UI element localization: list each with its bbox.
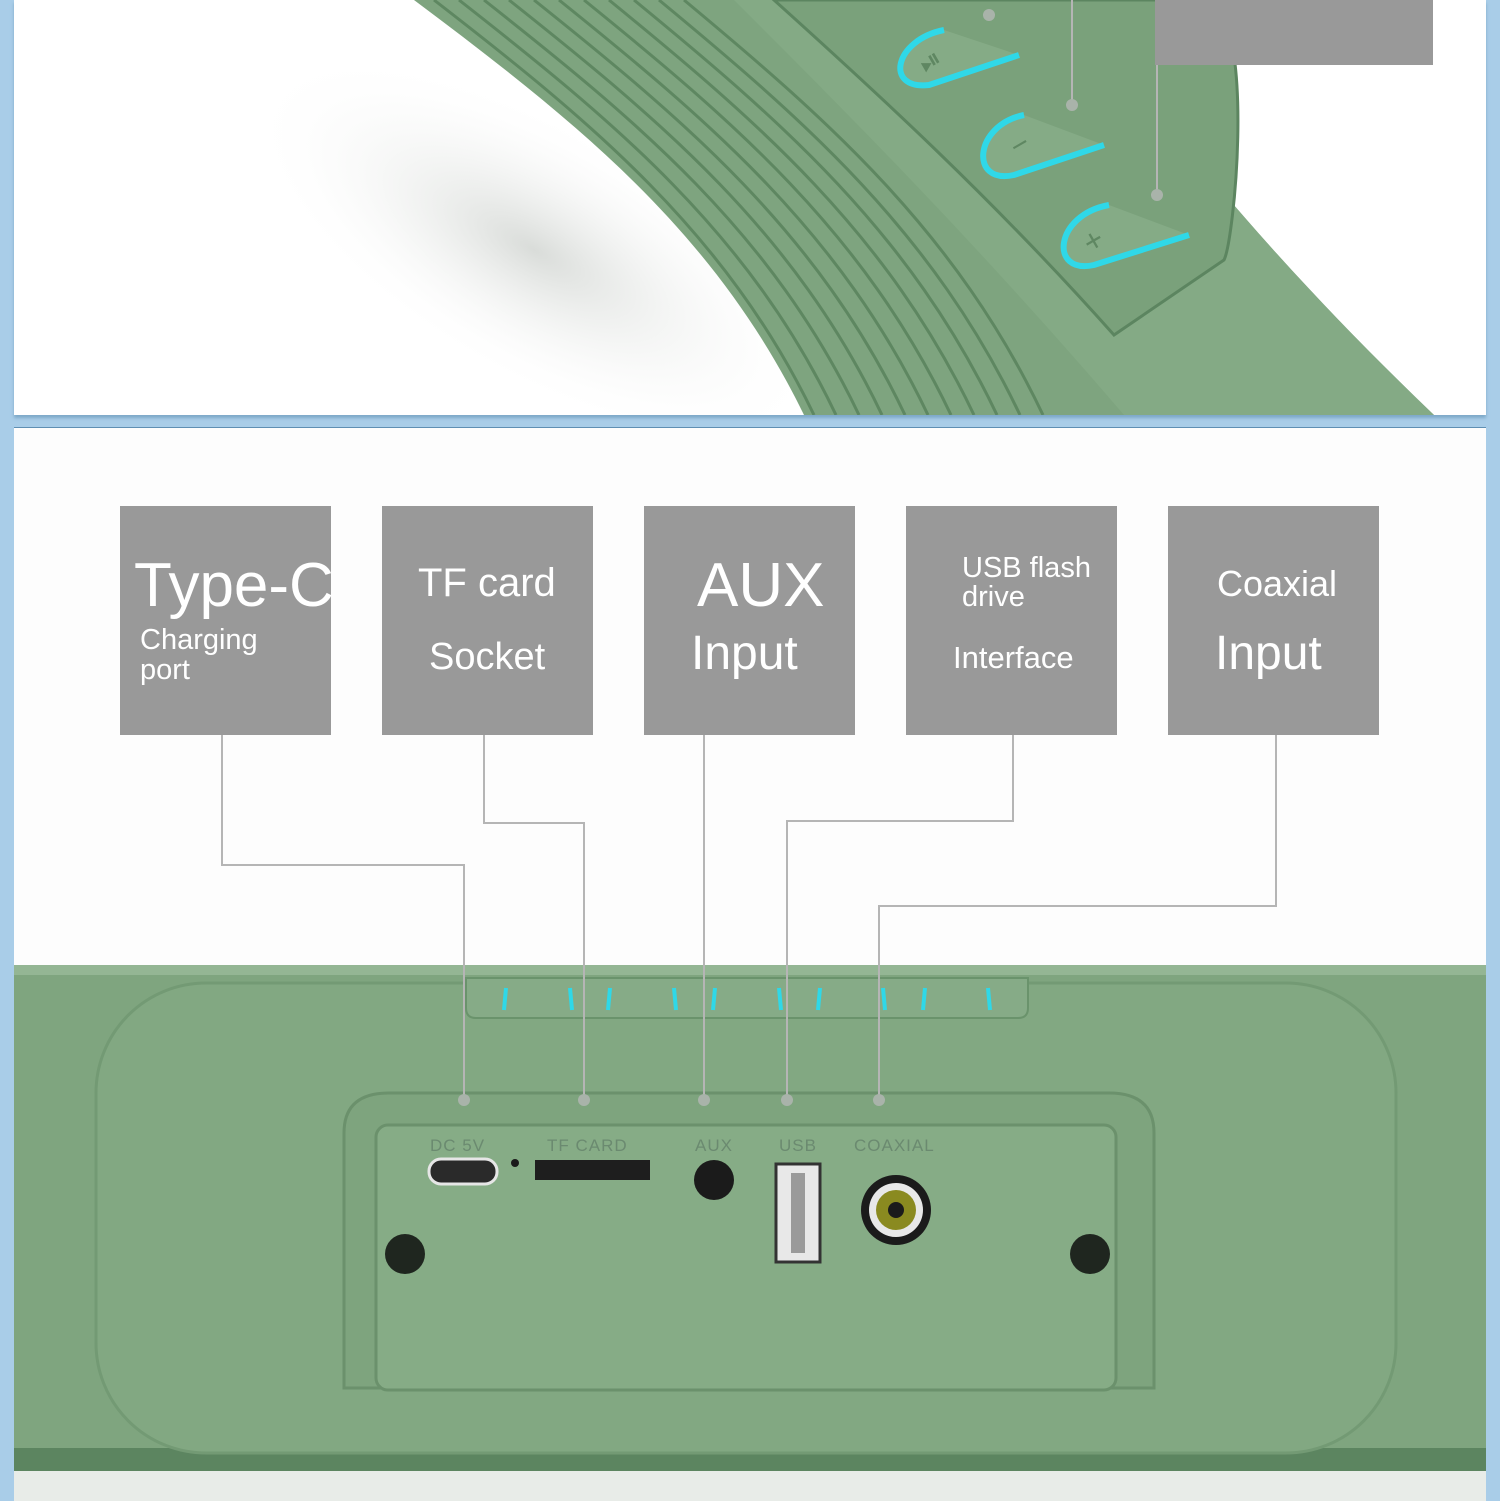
callout-title: USB flash	[962, 552, 1091, 584]
callout-title: Type-C	[134, 551, 331, 620]
volume-down-button[interactable]: −	[980, 112, 1105, 180]
coaxial-callout: Coaxial Input	[1168, 506, 1379, 735]
screw-right	[1070, 1234, 1110, 1274]
usb-callout: USB flash drive Interface	[906, 506, 1117, 735]
tf-card-slot	[535, 1160, 650, 1180]
callout-line2: port	[140, 654, 190, 686]
speaker-ports-illustration: DC 5V TF CARD AUX USB COAXIAL	[14, 735, 1486, 1501]
top-button-strip	[465, 977, 1029, 1019]
callout-title: AUX	[697, 551, 825, 620]
callout-line1: Charging	[140, 624, 258, 656]
coaxial-port-label: COAXIAL	[854, 1136, 935, 1155]
speaker-buttons-photo: ⏯ − +	[14, 0, 1486, 415]
button-label-box	[1155, 0, 1433, 65]
volume-buttons: ⏯ − +	[897, 27, 1190, 270]
usb-port-label: USB	[779, 1136, 817, 1155]
callout-line1: drive	[962, 581, 1025, 613]
aux-callout: AUX Input	[644, 506, 855, 735]
ports-panel: Type-C Charging port TF card Socket AUX …	[14, 427, 1486, 1501]
screw-left	[385, 1234, 425, 1274]
callout-leader-lines	[221, 735, 1277, 1100]
play-pause-button[interactable]: ⏯	[897, 27, 1020, 89]
callout-title: Coaxial	[1217, 563, 1338, 604]
tf-port-label: TF CARD	[547, 1136, 628, 1155]
port-bay	[374, 1123, 1118, 1392]
speaker-grille	[433, 0, 1045, 415]
callout-title: TF card	[418, 561, 556, 605]
speaker-body-top: ⏯ − +	[249, 0, 1434, 415]
type-c-port	[427, 1157, 499, 1186]
charge-led	[511, 1159, 519, 1167]
dc-port-label: DC 5V	[430, 1136, 485, 1155]
aux-port-label: AUX	[695, 1136, 733, 1155]
type-c-callout: Type-C Charging port	[120, 506, 331, 735]
callout-line2: Interface	[953, 640, 1074, 675]
callout-line1: Input	[691, 627, 798, 680]
callout-line1: Socket	[429, 636, 546, 678]
aux-jack	[694, 1160, 734, 1200]
tf-card-callout: TF card Socket	[382, 506, 593, 735]
callout-line1: Input	[1215, 627, 1322, 680]
volume-up-button[interactable]: +	[1060, 202, 1190, 270]
